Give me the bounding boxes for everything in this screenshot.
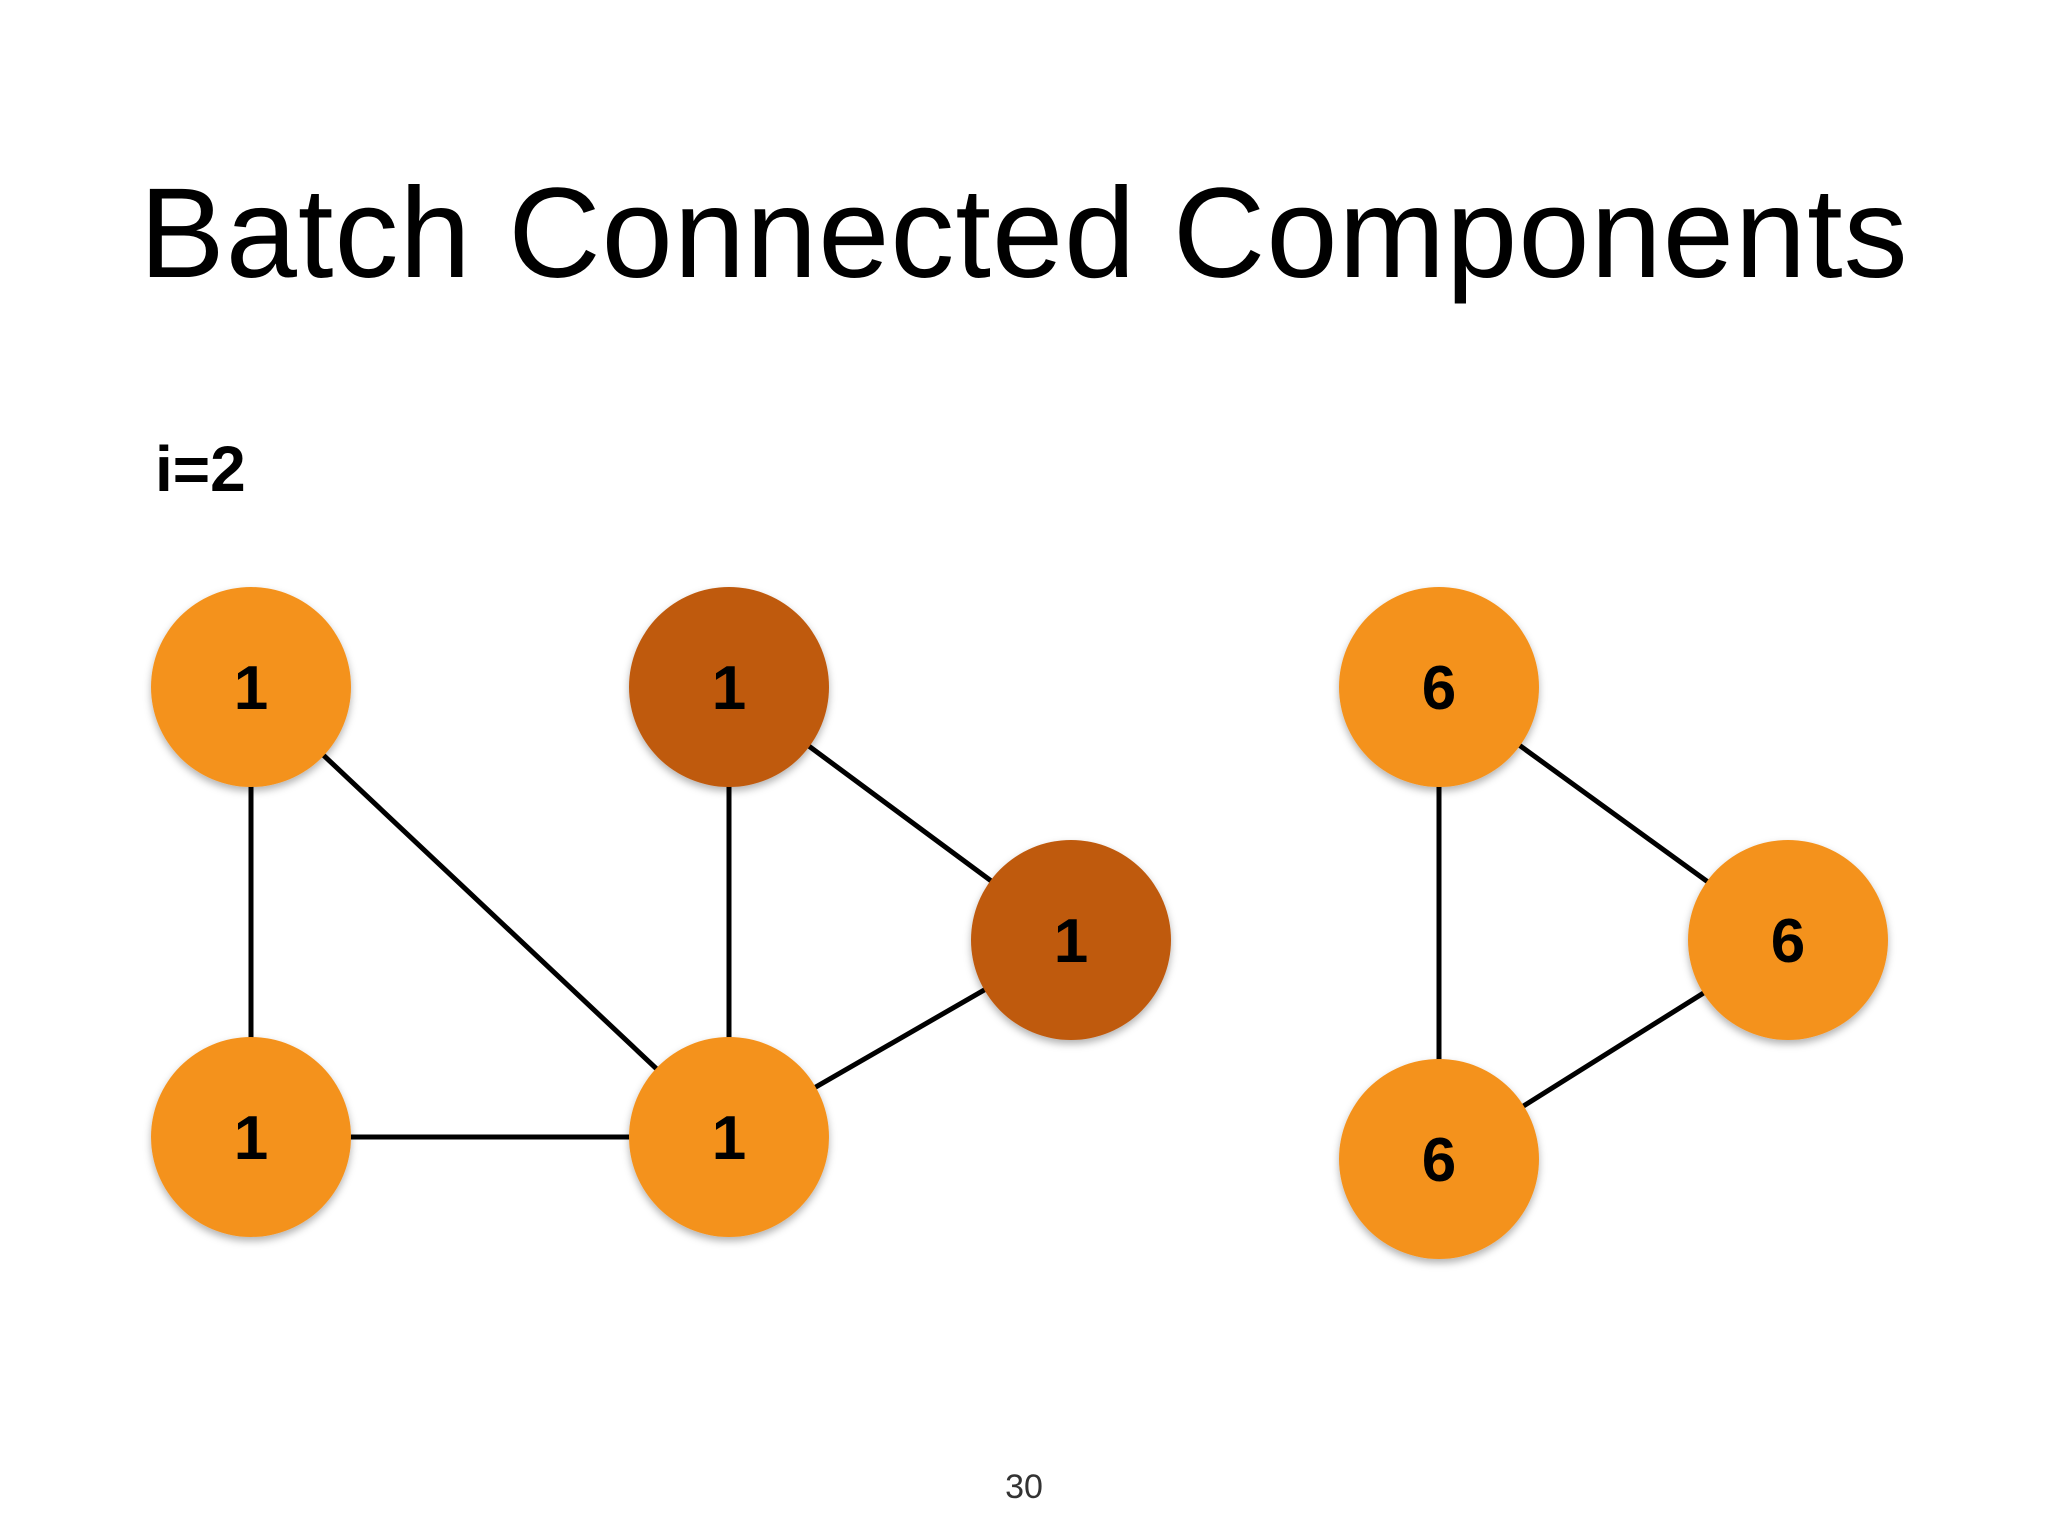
node-label: 6 bbox=[1422, 654, 1456, 723]
graph-node-n4: 1 bbox=[151, 1037, 351, 1237]
node-label: 6 bbox=[1771, 907, 1805, 976]
graph-edge-n1-n5 bbox=[249, 685, 731, 1139]
graph-node-n6: 6 bbox=[1339, 587, 1539, 787]
page-number: 30 bbox=[1005, 1468, 1043, 1506]
node-label: 1 bbox=[234, 1104, 268, 1173]
graph-node-n1: 1 bbox=[151, 587, 351, 787]
graph-node-n3: 1 bbox=[971, 840, 1171, 1040]
iteration-label: i=2 bbox=[155, 433, 246, 505]
graph-node-n5: 1 bbox=[629, 1037, 829, 1237]
node-circle bbox=[151, 1037, 351, 1237]
node-label: 6 bbox=[1422, 1126, 1456, 1195]
node-circle bbox=[151, 587, 351, 787]
node-circle bbox=[629, 1037, 829, 1237]
node-circle bbox=[629, 587, 829, 787]
node-circle bbox=[1339, 587, 1539, 787]
node-circle bbox=[971, 840, 1171, 1040]
graph-node-n8: 6 bbox=[1339, 1059, 1539, 1259]
node-label: 1 bbox=[1054, 907, 1088, 976]
slide-title: Batch Connected Components bbox=[139, 162, 1909, 305]
nodes-layer: 1 1 1 1 1 6 6 6 bbox=[151, 587, 1888, 1259]
node-label: 1 bbox=[712, 1104, 746, 1173]
graph-node-n7: 6 bbox=[1688, 840, 1888, 1040]
node-circle bbox=[1339, 1059, 1539, 1259]
node-label: 1 bbox=[712, 654, 746, 723]
node-label: 1 bbox=[234, 654, 268, 723]
graph-node-n2: 1 bbox=[629, 587, 829, 787]
node-circle bbox=[1688, 840, 1888, 1040]
